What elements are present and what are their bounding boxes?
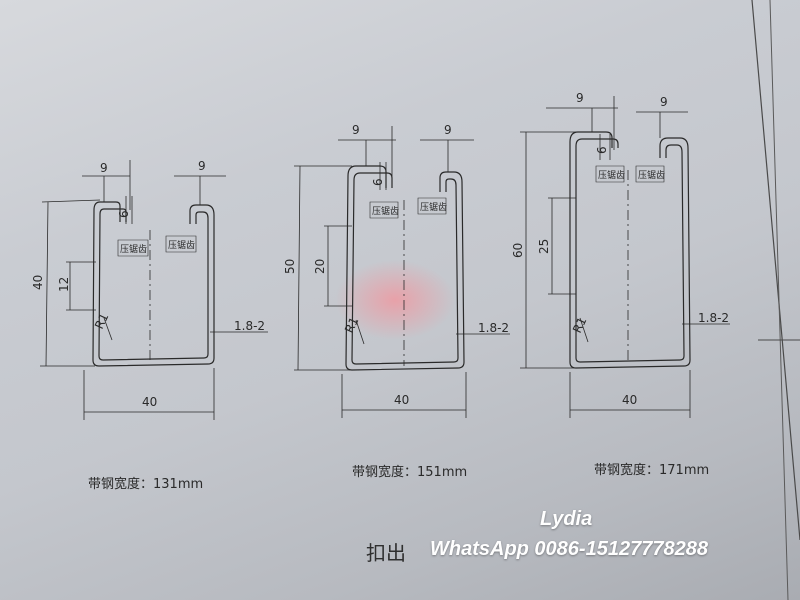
top-dim-lines	[82, 160, 226, 210]
light-glare	[335, 260, 455, 340]
press-label-boxes	[117, 235, 197, 257]
inner-dim-label: 12	[57, 277, 71, 292]
small-dim-label: 6	[371, 178, 385, 186]
radius-label: R1	[92, 311, 111, 331]
height-dim-label: 50	[283, 259, 297, 274]
footer-note: 扣出	[366, 541, 406, 565]
small-dim-line	[379, 162, 387, 190]
width-dim-line	[341, 372, 467, 418]
press-label-a: 压锯齿	[120, 243, 147, 255]
strip-width-caption: 带钢宽度：171mm	[594, 462, 709, 478]
profile-drawing-middle	[294, 126, 510, 418]
profile-drawing-left	[40, 160, 268, 420]
radius-label: R1	[342, 315, 361, 335]
width-dim-label: 40	[394, 393, 409, 407]
height-dim-label: 40	[31, 275, 45, 290]
strip-width-caption: 带钢宽度：151mm	[352, 464, 467, 480]
profile-drawing-right	[520, 96, 730, 418]
top-dim-lines	[546, 96, 688, 150]
profile-outline-inner	[98, 208, 209, 361]
top-dim-label-2: 9	[198, 159, 206, 173]
frame-line-diagonal	[751, 0, 800, 541]
thickness-label: 1.8-2	[698, 311, 729, 325]
profile-outline-outer	[92, 201, 215, 367]
height-dim-line	[40, 199, 101, 367]
strip-width-caption: 带钢宽度：131mm	[88, 476, 203, 492]
small-dim-line	[125, 196, 133, 224]
radius-label: R1	[570, 315, 589, 335]
watermark-contact: WhatsApp 0086-15127778288	[430, 538, 708, 560]
frame-line-right	[769, 0, 789, 600]
inner-dim-line	[66, 261, 96, 311]
profile-outline-inner	[575, 138, 685, 363]
press-label-a: 压锯齿	[372, 205, 399, 217]
width-dim-label: 40	[622, 393, 637, 407]
press-label-b: 压锯齿	[420, 201, 447, 213]
radius-leader	[579, 317, 589, 343]
top-dim-lines	[338, 126, 474, 176]
radius-leader	[355, 319, 365, 345]
small-dim-line	[599, 134, 611, 160]
small-dim-label: 6	[117, 210, 131, 218]
top-dim-label-1: 9	[576, 91, 584, 105]
thickness-label: 1.8-2	[234, 319, 265, 333]
profile-outline-outer	[345, 165, 465, 371]
inner-dim-label: 25	[537, 239, 551, 254]
watermark-name: Lydia	[540, 508, 593, 530]
press-label-boxes	[595, 165, 665, 183]
profile-outline-outer	[569, 131, 691, 369]
profile-outline-inner	[351, 172, 459, 365]
top-dim-label-1: 9	[100, 161, 108, 175]
width-dim-label: 40	[142, 395, 157, 409]
top-dim-label-1: 9	[352, 123, 360, 137]
small-dim-label: 6	[595, 146, 609, 154]
width-dim-line	[569, 370, 691, 418]
inner-dim-line	[324, 225, 352, 307]
press-label-b: 压锯齿	[638, 169, 665, 181]
press-label-b: 压锯齿	[168, 239, 195, 251]
width-dim-line	[83, 368, 215, 420]
thickness-label: 1.8-2	[478, 321, 509, 335]
height-dim-line	[520, 131, 576, 369]
radius-leader	[103, 317, 113, 341]
press-label-a: 压锯齿	[598, 169, 625, 181]
press-label-boxes	[369, 197, 447, 219]
height-dim-line	[294, 165, 352, 371]
height-dim-label: 60	[511, 243, 525, 258]
inner-dim-label: 20	[313, 259, 327, 274]
inner-dim-line	[548, 197, 576, 295]
top-dim-label-2: 9	[444, 123, 452, 137]
top-dim-label-2: 9	[660, 95, 668, 109]
